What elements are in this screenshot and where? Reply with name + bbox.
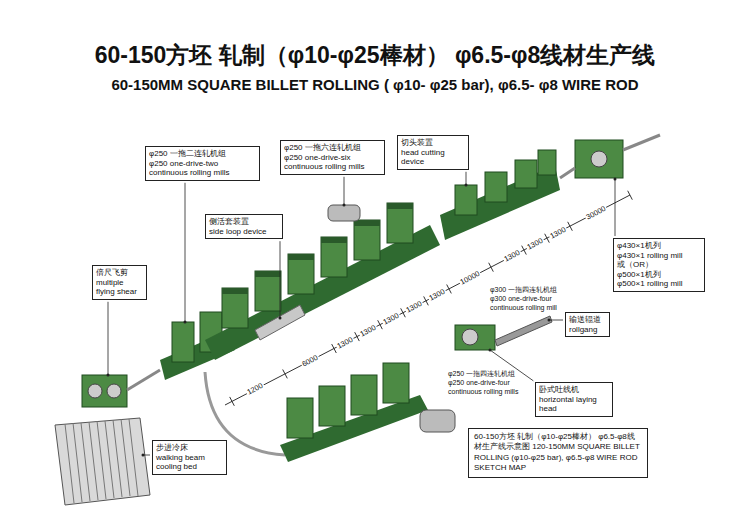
leader-dot [184, 321, 187, 324]
callout-text: head cutting device [401, 148, 465, 167]
callout-text: 卧式吐线机 [539, 385, 609, 395]
leader-line [108, 302, 109, 375]
callout-text: horizontal laying head [539, 395, 609, 414]
leader-dot [107, 374, 110, 377]
dimension-label: 1200 [245, 382, 265, 397]
dimension-tick [283, 369, 288, 378]
callout-text: 倍尺飞剪 [96, 268, 143, 278]
callout-box: φ250 一拖二连轧机组φ250 one-drive-two continuou… [145, 146, 260, 181]
dimension-label: 1300 [502, 249, 522, 264]
equipment-label: φ250 一拖四连轧机组 [448, 370, 528, 378]
leader-line [344, 177, 345, 205]
diagram-title: 60-150方坯 轧制（φ10-φ25棒材） φ6.5-φ8线材生产线 [0, 40, 750, 71]
dimension-label: 6000 [300, 353, 320, 368]
callout-text: φ250 one-drive-six continuous rolling mi… [284, 153, 381, 172]
leader-dot [142, 454, 145, 457]
callout-text: φ250 一拖六连轧机组 [284, 143, 381, 153]
leader-dot [548, 319, 551, 322]
callout-text: 输送辊道 [569, 315, 606, 325]
callout-text: multiple flying shear [96, 278, 143, 297]
dimension-tick [489, 263, 494, 272]
dimension-label: 1300 [548, 225, 568, 240]
leader-dot [465, 184, 468, 187]
leader-line [280, 241, 281, 318]
leader-line [615, 179, 616, 236]
callout-text: 或（OR） [617, 260, 701, 270]
dimension-label: 1300 [358, 323, 378, 338]
dimension-label: 1300 [404, 299, 424, 314]
equipment-label: φ300 one-drive-four continuous rolling m… [490, 295, 575, 312]
callout-box: 侧活套装置side loop device [205, 214, 283, 239]
leader-dot [489, 349, 492, 352]
callout-box: 步进冷床walking beam cooling bed [152, 440, 227, 475]
equipment-label: φ250 one-drive-four continuous rolling m… [448, 379, 528, 396]
callout-text: 侧活套装置 [209, 217, 279, 227]
dimension-label: 30000 [584, 204, 608, 221]
callout-text: walking beam cooling bed [156, 453, 223, 472]
leader-line [549, 320, 563, 321]
leader-dot [343, 204, 346, 207]
callout-box: φ250 一拖六连轧机组φ250 one-drive-six continuou… [280, 140, 385, 175]
callout-box: 输送辊道rollgang [565, 312, 610, 337]
dimension-label: 10000 [458, 269, 482, 286]
dimension-label: 1300 [427, 288, 447, 303]
dimension-tick [628, 191, 633, 200]
callout-box: 倍尺飞剪multiple flying shear [92, 265, 147, 300]
callout-text: φ250 one-drive-two continuous rolling mi… [149, 159, 256, 178]
dimension-label: 1300 [381, 311, 401, 326]
dimension-label: 1300 [525, 237, 545, 252]
callout-text: rollgang [569, 325, 606, 335]
callout-text: 步进冷床 [156, 443, 223, 453]
diagram-subtitle: 60-150MM SQUARE BILLET ROLLING ( φ10- φ2… [0, 76, 750, 94]
callout-text: side loop device [209, 227, 279, 237]
dimension-tick [568, 222, 573, 231]
leader-line [466, 172, 467, 185]
callout-text: φ500×1机列 [617, 270, 701, 280]
leader-dot [614, 178, 617, 181]
dimension-tick [447, 285, 452, 294]
leader-line [185, 183, 186, 322]
callout-box: 卧式吐线机horizontal laying head [535, 382, 613, 417]
leader-dot [279, 317, 282, 320]
callout-text: 切头装置 [401, 138, 465, 148]
dimension-label: 1300 [335, 335, 355, 350]
caption-box: 60-150方坯 轧制（φ10-φ25棒材） φ6.5-φ8线材生产线示意图 1… [468, 428, 648, 478]
callout-box: 切头装置head cutting device [397, 135, 469, 170]
callout-text: φ430×1 rolling mill [617, 251, 701, 261]
callout-text: φ250 一拖二连轧机组 [149, 149, 256, 159]
callout-text: φ430×1机列 [617, 241, 701, 251]
callout-text: φ500×1 rolling mill [617, 279, 701, 289]
dimension-tick [230, 397, 235, 406]
callout-box: φ430×1机列φ430×1 rolling mill或（OR）φ500×1机列… [613, 238, 705, 292]
equipment-label: φ300 一拖四连轧机组 [490, 286, 575, 294]
